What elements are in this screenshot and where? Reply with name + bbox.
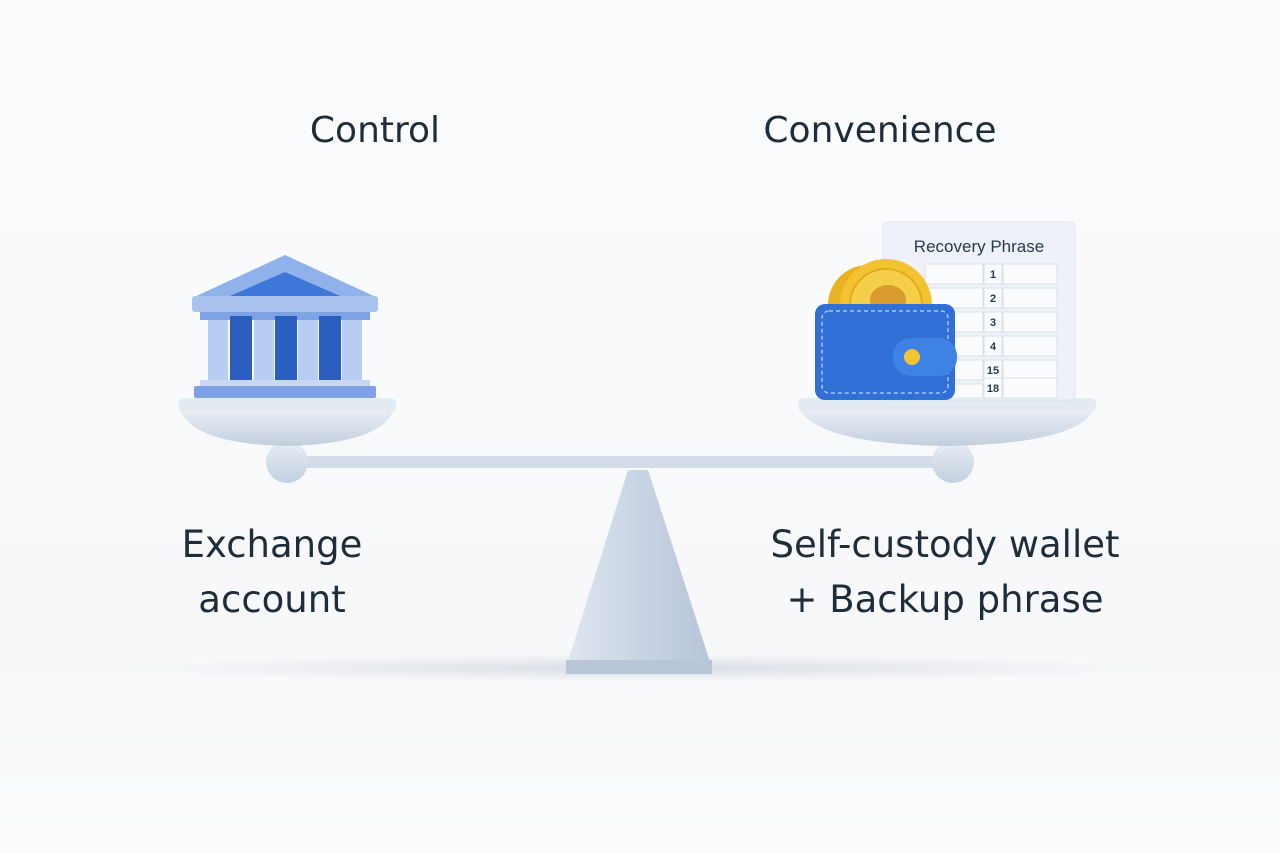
caption-line: account xyxy=(198,578,346,621)
phrase-number: 1 xyxy=(990,269,996,281)
fulcrum-base xyxy=(566,660,712,674)
left-pan xyxy=(178,398,396,446)
self-custody-caption: Self-custody wallet + Backup phrase xyxy=(745,517,1145,627)
right-pan xyxy=(798,398,1096,446)
bank-icon xyxy=(192,255,378,398)
wallet-icon xyxy=(815,259,957,400)
convenience-heading: Convenience xyxy=(763,110,997,151)
scale-beam xyxy=(287,456,953,468)
exchange-account-caption: Exchange account xyxy=(122,517,422,627)
caption-line: + Backup phrase xyxy=(786,578,1104,621)
control-heading: Control xyxy=(309,110,441,151)
caption-line: Exchange xyxy=(181,523,363,566)
phrase-number: 3 xyxy=(990,317,996,329)
left-pivot xyxy=(266,441,308,483)
phrase-number: 18 xyxy=(987,383,999,395)
right-pivot xyxy=(932,441,974,483)
phrase-number: 4 xyxy=(990,341,997,353)
caption-line: Self-custody wallet xyxy=(770,523,1120,566)
fulcrum xyxy=(566,470,712,668)
phrase-number: 2 xyxy=(990,293,996,305)
phrase-number: 15 xyxy=(987,365,999,377)
recovery-card-title: Recovery Phrase xyxy=(914,237,1044,256)
